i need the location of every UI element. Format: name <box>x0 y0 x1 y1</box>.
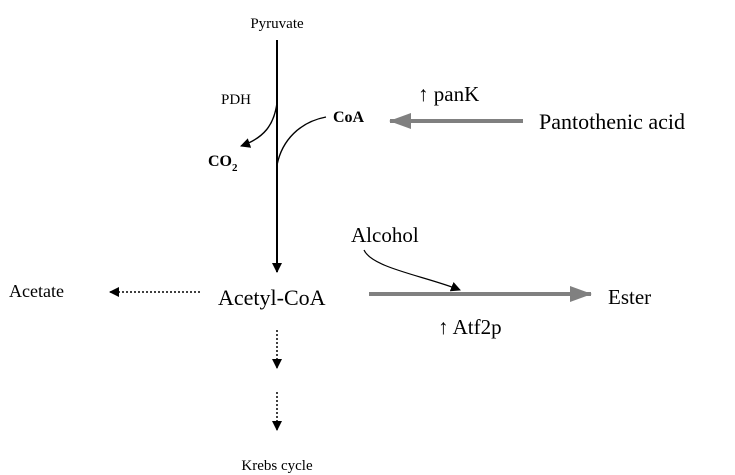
pank-label: ↑ panK <box>418 82 479 106</box>
co2-release-arrow <box>240 102 278 148</box>
coa-entry-curve <box>276 116 327 166</box>
pdh-label: PDH <box>221 92 251 108</box>
co2-label: CO2 <box>208 153 238 174</box>
acetate-label: Acetate <box>9 281 64 301</box>
alcohol-label: Alcohol <box>351 223 419 247</box>
pantothenic-acid-label: Pantothenic acid <box>539 109 685 134</box>
atf2p-label: ↑ Atf2p <box>438 315 502 339</box>
acetyl-coa-label: Acetyl-CoA <box>218 285 326 310</box>
coa-label: CoA <box>333 109 365 126</box>
pyruvate-label: Pyruvate <box>250 16 304 32</box>
co2-subscript: 2 <box>232 162 238 174</box>
alcohol-join-arrow <box>363 249 461 292</box>
krebs-cycle-label: Krebs cycle <box>241 458 313 474</box>
ester-label: Ester <box>608 285 651 309</box>
